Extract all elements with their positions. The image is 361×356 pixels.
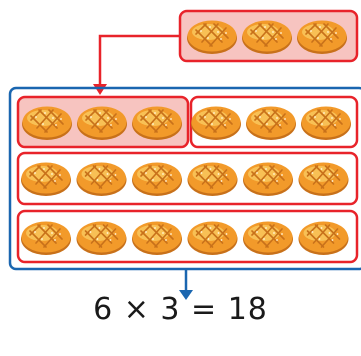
group-3-loaf [297, 161, 350, 197]
group-4-loaf [131, 220, 183, 256]
group-1-loaf [76, 105, 128, 141]
red-connector-line [98, 34, 180, 88]
group-4-loaf [186, 220, 239, 256]
group-3-loaf [20, 161, 72, 197]
outer-total-box [8, 86, 361, 271]
blue-arrow-head [179, 290, 193, 300]
group-1-loaf [21, 105, 73, 141]
source-loaf [186, 19, 238, 55]
group-3-loaf [242, 161, 294, 197]
source-loaf [296, 19, 348, 55]
group-3-loaf [186, 161, 239, 197]
group-1-loaf [131, 105, 183, 141]
group-4-loaf [242, 220, 294, 256]
equation-text: 6 × 3 = 18 [93, 292, 268, 327]
source-group-loaves [186, 19, 348, 55]
source-loaf [241, 19, 293, 55]
group-2-loaf [245, 105, 297, 141]
group-4-loaf [75, 220, 128, 256]
group-4-loaf [297, 220, 350, 256]
red-arrow-head [93, 84, 107, 95]
group-3-loaf [131, 161, 183, 197]
group-4-loaf [20, 220, 72, 256]
group-2-loaf [190, 105, 242, 141]
group-3-loaf [75, 161, 128, 197]
group-2-loaf [300, 105, 352, 141]
